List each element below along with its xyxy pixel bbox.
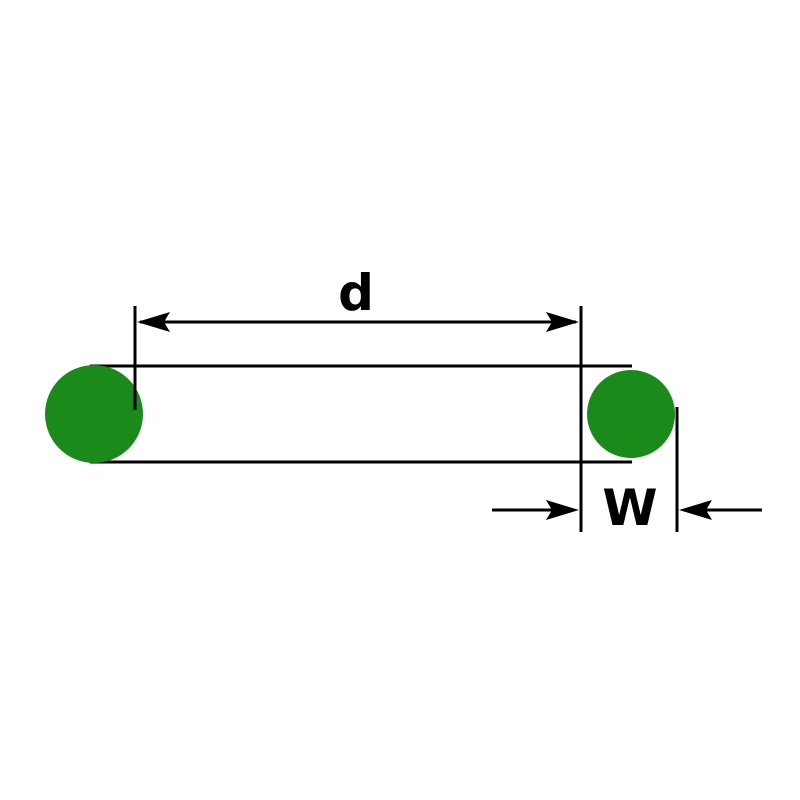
inner-diameter-label: d (338, 264, 374, 322)
dimension-labels: d W (338, 264, 657, 537)
oring-left-cross-section (45, 365, 143, 463)
arrowhead-d-right-icon (546, 312, 579, 332)
arrowhead-w-right-icon (679, 500, 712, 520)
cross-section-width-label: W (602, 479, 657, 537)
arrowhead-w-left-icon (546, 500, 579, 520)
dimension-arrowheads (137, 312, 712, 520)
arrowhead-d-left-icon (137, 312, 170, 332)
extension-lines (133, 306, 762, 532)
oring-body-lines (90, 364, 632, 464)
oring-right-cross-section (587, 370, 675, 458)
